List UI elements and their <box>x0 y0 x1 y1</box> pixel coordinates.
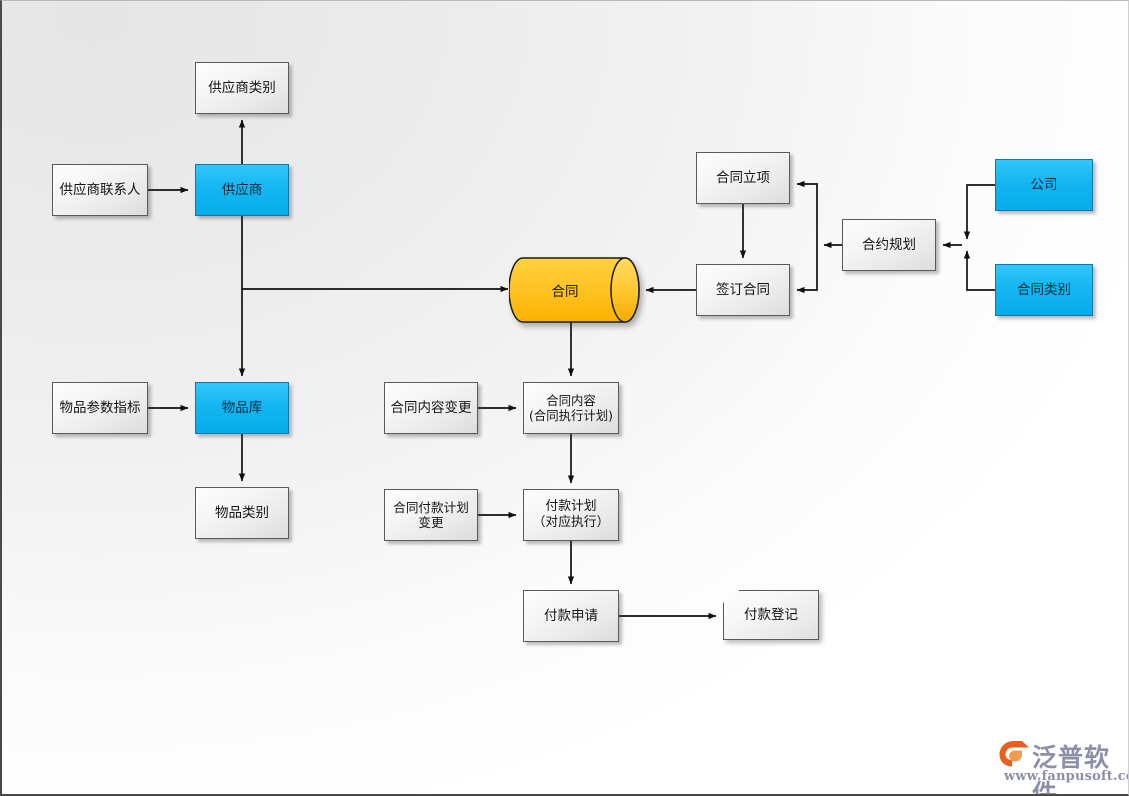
node-label: 供应商类别 <box>208 79 276 96</box>
node-label: 付款登记 <box>744 606 798 623</box>
node-label: 合同类别 <box>1017 281 1071 298</box>
node-label: 物品库 <box>221 399 263 416</box>
fanpu-logo-icon <box>999 741 1029 767</box>
node-supplier-contact[interactable]: 供应商联系人 <box>52 164 148 216</box>
node-supplier[interactable]: 供应商 <box>195 164 289 216</box>
node-label: 物品参数指标 <box>59 399 141 416</box>
node-label: 合同付款计划 变更 <box>393 499 469 530</box>
logo-brand-text: 泛普软件 <box>1032 743 1111 796</box>
node-item-store[interactable]: 物品库 <box>195 382 289 434</box>
node-label: 供应商联系人 <box>59 181 141 198</box>
node-pay-request[interactable]: 付款申请 <box>523 590 619 642</box>
node-label: 付款申请 <box>544 607 598 624</box>
node-label: 合同 <box>551 284 579 300</box>
node-label: 公司 <box>1030 176 1058 193</box>
node-label: 物品类别 <box>215 504 269 521</box>
node-contract-plan[interactable]: 合约规划 <box>842 219 936 271</box>
card-shape <box>723 590 819 640</box>
node-content-change[interactable]: 合同内容变更 <box>384 382 478 434</box>
node-label: 签订合同 <box>716 281 770 298</box>
node-label: 合同内容变更 <box>390 399 472 416</box>
watermark-logo: 泛普软件 www.fanpusoft.com <box>998 738 1128 794</box>
edge-plan-to-sign <box>796 245 818 294</box>
node-pay-plan[interactable]: 付款计划 （对应执行） <box>523 489 619 541</box>
edge-company-to-junction <box>963 184 995 240</box>
node-contract-content[interactable]: 合同内容 (合同执行计划) <box>523 382 619 434</box>
logo-url-text: www.fanpusoft.com <box>1004 769 1128 784</box>
node-contract-cylinder[interactable]: 合同 <box>508 255 645 325</box>
cylinder-shape <box>508 257 640 323</box>
node-item-category[interactable]: 物品类别 <box>195 487 289 539</box>
node-label: 合同立项 <box>716 169 770 186</box>
edge-category-to-junction <box>963 250 995 291</box>
node-contract-sign[interactable]: 签订合同 <box>696 264 790 316</box>
node-label: 合约规划 <box>862 236 916 253</box>
node-label: 付款计划 （对应执行） <box>532 499 610 530</box>
node-item-parameter[interactable]: 物品参数指标 <box>52 382 148 434</box>
node-contract-project[interactable]: 合同立项 <box>696 152 790 204</box>
node-company[interactable]: 公司 <box>995 159 1093 211</box>
node-label: 合同内容 (合同执行计划) <box>528 392 613 423</box>
node-contract-category[interactable]: 合同类别 <box>995 264 1093 316</box>
node-label: 供应商 <box>221 181 263 198</box>
node-supplier-category[interactable]: 供应商类别 <box>195 62 289 114</box>
node-pay-register[interactable]: 付款登记 <box>723 590 819 640</box>
edge-plan-to-project <box>796 180 818 245</box>
node-pay-plan-change[interactable]: 合同付款计划 变更 <box>384 489 478 541</box>
